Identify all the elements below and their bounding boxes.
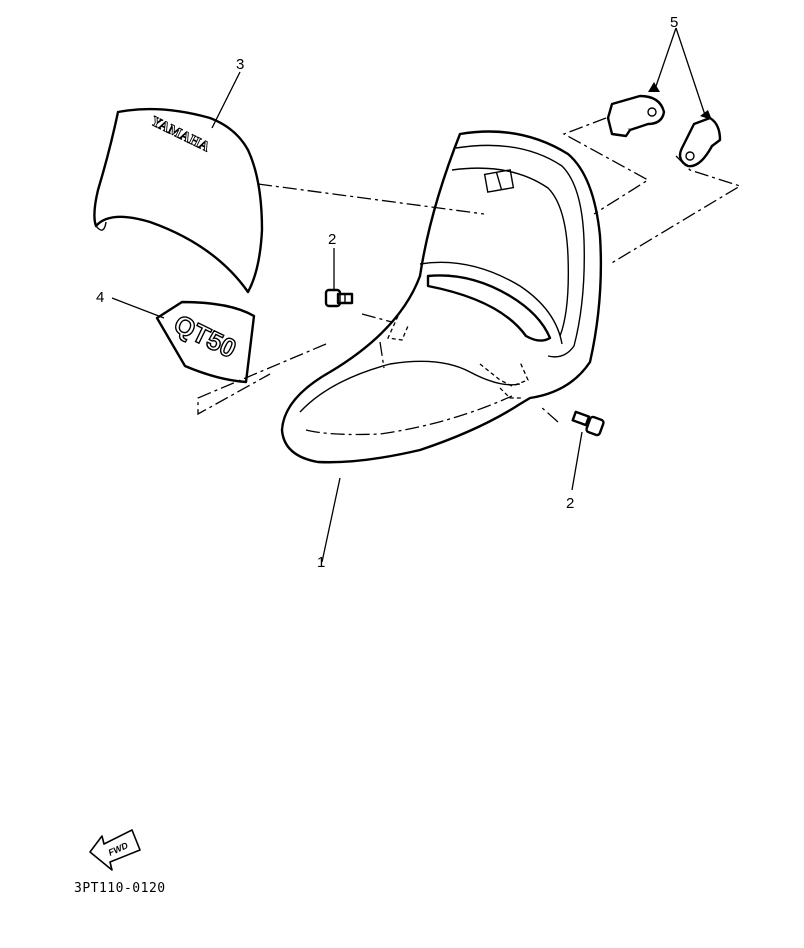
callout-2-right: 2 — [566, 495, 574, 512]
bracket-part-5-left — [606, 94, 666, 138]
seat-cover-part-3: YAMAHA — [93, 107, 264, 294]
diagram-code: 3PT110-0120 — [74, 881, 166, 896]
callout-5: 5 — [670, 14, 678, 31]
callout-1: 1 — [317, 554, 325, 571]
screw-part-2-left — [324, 288, 354, 308]
callout-2-left: 2 — [328, 231, 336, 248]
emblem-part-4: QT50 — [155, 300, 256, 384]
seat-part-1 — [280, 130, 603, 464]
callout-3: 3 — [236, 56, 244, 73]
forward-arrow-icon: FWD — [89, 829, 141, 871]
leader-lines — [111, 27, 712, 563]
bracket-part-5-right — [678, 116, 722, 168]
screw-part-2-right — [571, 410, 605, 437]
callout-4: 4 — [96, 289, 104, 306]
assembly-lines — [197, 117, 742, 423]
